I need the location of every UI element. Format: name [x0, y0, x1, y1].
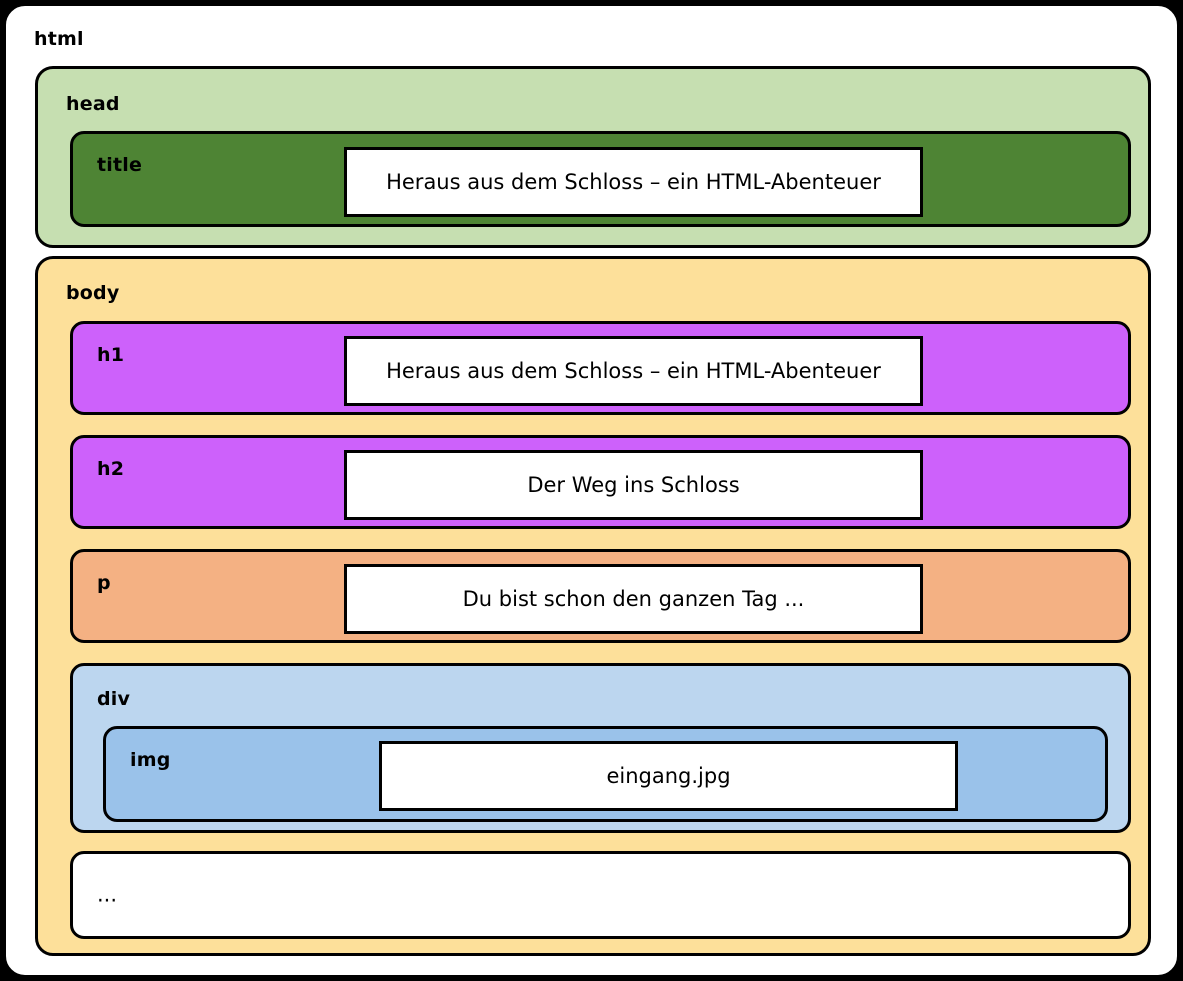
div-tag-label: div — [97, 688, 131, 710]
title-content-box: Heraus aus dem Schloss – ein HTML-Abente… — [344, 147, 923, 217]
title-element-box: title Heraus aus dem Schloss – ein HTML-… — [70, 131, 1131, 227]
img-content-box: eingang.jpg — [379, 741, 958, 811]
div-element-box: div img eingang.jpg — [70, 663, 1131, 833]
h1-content-box: Heraus aus dem Schloss – ein HTML-Abente… — [344, 336, 923, 406]
title-tag-label: title — [97, 154, 143, 176]
h2-tag-label: h2 — [97, 458, 125, 480]
img-element-box: img eingang.jpg — [103, 726, 1108, 822]
head-element-box: head title Heraus aus dem Schloss – ein … — [35, 66, 1151, 248]
body-element-box: body h1 Heraus aus dem Schloss – ein HTM… — [35, 256, 1151, 956]
html-element-box: html head title Heraus aus dem Schloss –… — [3, 3, 1180, 978]
p-content-box: Du bist schon den ganzen Tag ... — [344, 564, 923, 634]
h1-element-box: h1 Heraus aus dem Schloss – ein HTML-Abe… — [70, 321, 1131, 415]
ellipsis-text: ... — [97, 882, 118, 907]
ellipsis-element-box: ... — [70, 851, 1131, 939]
html-tag-label: html — [34, 28, 84, 50]
p-tag-label: p — [97, 572, 111, 594]
h2-element-box: h2 Der Weg ins Schloss — [70, 435, 1131, 529]
img-tag-label: img — [130, 749, 171, 771]
h2-content-box: Der Weg ins Schloss — [344, 450, 923, 520]
head-tag-label: head — [66, 93, 120, 115]
body-tag-label: body — [66, 282, 120, 304]
p-element-box: p Du bist schon den ganzen Tag ... — [70, 549, 1131, 643]
h1-tag-label: h1 — [97, 344, 125, 366]
